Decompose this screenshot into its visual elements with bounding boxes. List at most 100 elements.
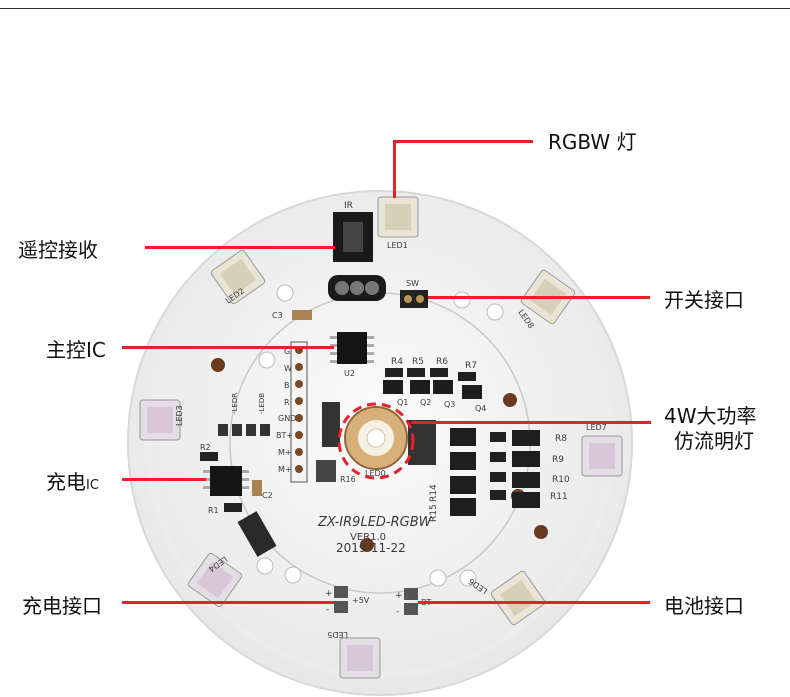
rgbw-led-4: [187, 552, 243, 608]
top-divider: [0, 8, 790, 9]
rgbw-led-3: [139, 399, 181, 441]
via-pad: [534, 525, 548, 539]
callout-line-charge-port: [122, 601, 334, 604]
label-charge-port: 充电接口: [22, 594, 102, 618]
label-main-ic: 主控IC: [46, 338, 106, 362]
pin-label-1: W: [284, 364, 292, 373]
led0-silkscreen: LED0: [365, 469, 386, 478]
charge-plus: +: [325, 589, 333, 599]
transistor-label-q1: Q1: [397, 398, 408, 407]
capacitor-c3: [292, 310, 312, 320]
resistor-label-r9: R9: [552, 455, 564, 465]
u2-silkscreen: U2: [344, 369, 355, 378]
switch-header: SW: [400, 279, 428, 308]
via-pad: [360, 538, 374, 552]
board-model-silkscreen: ZX-IR9LED-RGBW: [317, 515, 433, 530]
board-date-silkscreen: 2019-11-22: [336, 541, 406, 555]
callout-line-charge-ic: [122, 478, 206, 481]
ledb-silkscreen: -LEDB: [258, 393, 266, 414]
label-charge-ic-main: 充电: [46, 470, 86, 494]
c3-silkscreen: C3: [272, 311, 283, 320]
mount-hole: [256, 557, 274, 575]
charge-minus: -: [326, 605, 329, 615]
resistor-label-r14: R14: [429, 484, 439, 502]
mount-hole: [276, 284, 294, 302]
charge-part-label-c2: C2: [262, 491, 273, 500]
power-led-4w: LED0: [322, 402, 436, 480]
mount-hole: [486, 303, 504, 321]
charge-5v: +5V: [352, 596, 370, 605]
pin-header: [290, 341, 308, 483]
callout-line-ir: [145, 246, 335, 249]
callout-line-main-ic: [122, 346, 334, 349]
battery-plus: +: [395, 591, 403, 601]
right-component-cluster: [450, 428, 540, 516]
resistor-label-r6: R6: [436, 357, 448, 367]
label-battery-port: 电池接口: [664, 594, 744, 618]
sw-silkscreen: SW: [406, 279, 419, 288]
rgbw-led-5: [339, 637, 381, 679]
pin-label-5: BT+: [276, 431, 293, 440]
battery-minus: -: [396, 607, 399, 617]
callout-line-switch: [428, 296, 650, 299]
mount-hole: [459, 569, 477, 587]
led-label-5: LED5: [327, 630, 348, 639]
resistor-label-r10: R10: [552, 475, 570, 485]
charge-part-label-r2: R2: [200, 443, 211, 452]
rgbw-led-7: [581, 435, 623, 477]
label-charge-ic-suffix: IC: [86, 478, 99, 493]
resistor-label-r5: R5: [412, 357, 424, 367]
label-rgbw-led: RGBW 灯: [548, 130, 637, 154]
ir-receiver: IR: [328, 201, 386, 301]
mount-hole: [429, 569, 447, 587]
pin-label-7: M+: [278, 465, 292, 474]
label-ir-remote: 遥控接收: [18, 238, 98, 262]
transistor-label-q4: Q4: [475, 404, 486, 413]
resistor-label-r7: R7: [465, 361, 477, 371]
pin-label-4: GND: [278, 414, 296, 423]
charge-part-label-r1: R1: [208, 506, 219, 515]
pin-label-2: B: [284, 381, 290, 390]
resistor-bank-top: [383, 368, 482, 399]
pin-label-6: M+: [278, 448, 292, 457]
mount-hole: [284, 566, 302, 584]
label-switch-port: 开关接口: [664, 288, 744, 312]
rgbw-led-6: [490, 570, 546, 626]
resistor-label-r11: R11: [550, 492, 568, 502]
transistor-label-q3: Q3: [444, 400, 455, 409]
callout-line-rgbw-h: [393, 140, 533, 143]
ledr-silkscreen: -LEDR: [231, 393, 239, 414]
charge-port-pads: + - +5V: [325, 586, 370, 615]
via-pad: [503, 393, 517, 407]
mount-hole: [453, 291, 471, 309]
diode: [237, 511, 277, 557]
callout-line-4w-led: [411, 421, 651, 424]
resistor-label-r8: R8: [555, 434, 567, 444]
label-charge-ic: 充电IC: [46, 466, 99, 495]
highlight-dashed-circle: [337, 402, 415, 480]
resistor-r16: [316, 460, 336, 482]
ir-silkscreen: IR: [344, 201, 353, 211]
via-pad: [211, 358, 225, 372]
led-label-7: LED7: [586, 423, 607, 432]
resistor-label-r15: R15: [429, 504, 439, 522]
resistor-label-r4: R4: [391, 357, 403, 367]
charge-ic-chip: [200, 452, 262, 512]
board-version-silkscreen: VER1.0: [350, 532, 386, 543]
pin-label-0: G: [284, 347, 290, 356]
ledr-ledb-pads: -LEDR -LEDB: [218, 393, 270, 436]
main-ic-chip: U2: [330, 332, 374, 378]
label-4w-line1: 4W大功率: [664, 404, 757, 428]
callout-line-battery-port: [418, 601, 650, 604]
led-label-3: LED3: [175, 405, 184, 426]
label-4w-line2: 仿流明灯: [674, 429, 754, 453]
callout-line-rgbw-v: [393, 140, 396, 198]
led-label-1: LED1: [387, 241, 408, 250]
transistor-label-q2: Q2: [420, 398, 431, 407]
mount-hole: [258, 351, 276, 369]
